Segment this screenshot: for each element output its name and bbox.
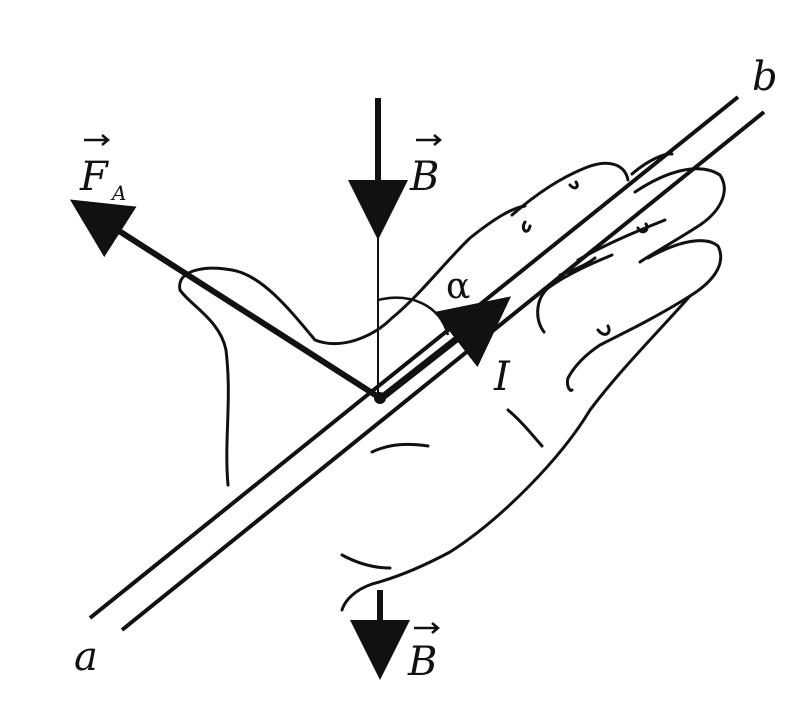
hand-thumb-outline bbox=[178, 204, 527, 487]
conductor-line-lower bbox=[120, 110, 766, 632]
conductor-line-upper bbox=[88, 95, 740, 620]
hand-wrist-crease bbox=[340, 553, 392, 570]
field-bottom-label: B bbox=[407, 639, 437, 685]
force-label: F bbox=[79, 154, 109, 200]
hand-palm-crease-2 bbox=[506, 408, 544, 448]
hand-little-finger bbox=[566, 239, 723, 392]
end-a-label: a bbox=[74, 634, 98, 680]
angle-arc bbox=[377, 296, 450, 336]
field-top-label: B bbox=[409, 154, 439, 200]
angle-label: α bbox=[446, 266, 470, 307]
current-label: I bbox=[493, 354, 511, 400]
end-b-label: b bbox=[752, 54, 778, 100]
conductor bbox=[88, 95, 766, 632]
hand-palm-crease-1 bbox=[370, 442, 430, 454]
force-arrow bbox=[69, 199, 382, 401]
force-origin-point bbox=[374, 392, 386, 404]
current-vector bbox=[381, 296, 512, 399]
hand-index-finger bbox=[510, 161, 630, 233]
current-arrow bbox=[381, 296, 512, 399]
hand-ring-finger bbox=[536, 218, 667, 334]
hand-thumb-crease bbox=[568, 180, 579, 190]
hand-palm-edge bbox=[340, 294, 692, 612]
vector-arrow-icon bbox=[84, 134, 442, 634]
force-vector bbox=[69, 199, 382, 401]
left-hand-icon bbox=[178, 152, 726, 612]
force-subscript-label: A bbox=[110, 181, 126, 205]
